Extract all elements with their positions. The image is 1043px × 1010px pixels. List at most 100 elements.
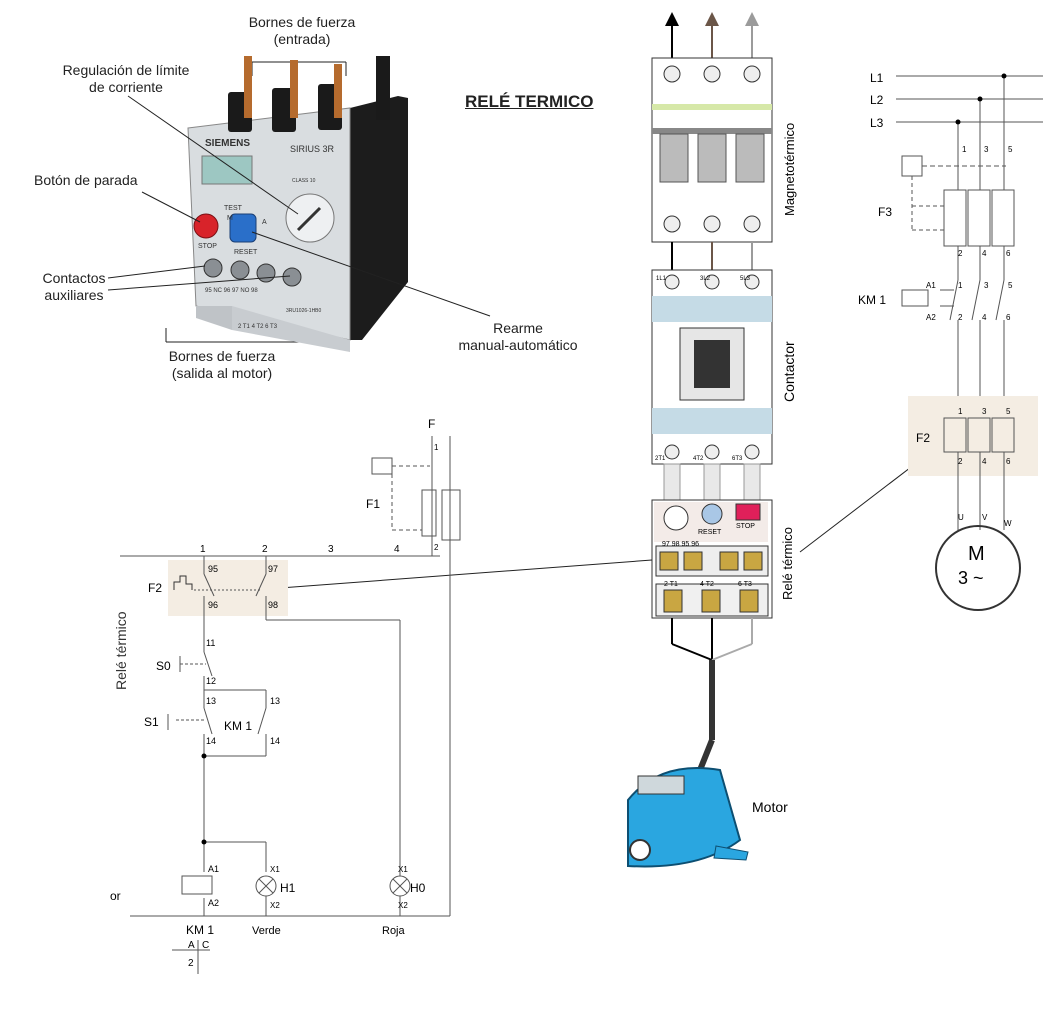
control-roja: Roja	[382, 925, 406, 937]
power-f3-2: 2	[958, 249, 963, 258]
t-14: 14	[206, 736, 216, 746]
power-f2-3: 3	[982, 407, 987, 416]
callout-lines	[107, 95, 491, 317]
device-order-no: 3RU1026-1HB0	[286, 308, 322, 314]
control-h1: H1	[280, 881, 296, 895]
power-f3-6: 6	[1006, 249, 1011, 258]
device-aux-terms: 95 NC 96 97 NO 98	[205, 288, 258, 294]
bornes-entrada-label: Bornes de fuerza (entrada)	[248, 14, 356, 47]
f2-thermal-symbol	[173, 575, 193, 590]
term-3l2: 3L2	[700, 276, 711, 282]
rearme-label: Rearme manual-automático	[458, 320, 578, 353]
motor-image	[627, 767, 749, 868]
power-km-5: 5	[1008, 281, 1013, 290]
power-t3: 3	[984, 145, 989, 154]
control-side-label: Relé térmico	[113, 611, 129, 690]
entrada-bracket	[251, 61, 347, 76]
power-f3: F3	[878, 205, 892, 219]
t-13b: 13	[270, 696, 280, 706]
power-u: U	[958, 513, 964, 522]
power-a1: A1	[926, 281, 936, 290]
regulacion-label: Regulación de límite de corriente	[62, 62, 190, 95]
power-circuit	[896, 75, 1043, 611]
t-98: 98	[268, 600, 278, 610]
t-96: 96	[208, 600, 218, 610]
device-stop-label: STOP	[198, 243, 217, 250]
power-km-6: 6	[1006, 313, 1011, 322]
contactor-module	[651, 269, 773, 465]
t-13: 13	[206, 696, 216, 706]
module-aux-terms: 97 98 95 96	[662, 541, 699, 548]
h1-x2: X2	[270, 901, 280, 910]
power-f2-2: 2	[958, 457, 963, 466]
control-f: F	[428, 417, 435, 431]
f1-term-2: 2	[434, 543, 439, 552]
device-class: CLASS 10	[292, 178, 316, 184]
bornes-salida-label: Bornes de fuerza (salida al motor)	[168, 348, 276, 381]
device-brand: SIEMENS	[205, 138, 250, 149]
power-f2-6: 6	[1006, 457, 1011, 466]
h0-x2: X2	[398, 901, 408, 910]
power-km-4: 4	[982, 313, 987, 322]
device-model: SIRIUS 3R	[290, 144, 335, 154]
motor-cable	[671, 618, 753, 772]
control-km1-coil: KM 1	[186, 923, 214, 937]
power-km1: KM 1	[858, 293, 886, 307]
power-km-1: 1	[958, 281, 963, 290]
ac-c: C	[202, 940, 209, 951]
term-4t2: 4T2	[693, 456, 704, 462]
line-l1: L1	[870, 71, 884, 85]
col-3: 3	[328, 544, 334, 555]
control-verde: Verde	[252, 925, 281, 937]
magnetotermico-label: Magnetotérmico	[782, 123, 797, 216]
power-t1: 1	[962, 145, 967, 154]
ac-2: 2	[188, 958, 194, 969]
relay-term-6t3: 6 T3	[738, 581, 752, 588]
line-l2: L2	[870, 93, 884, 107]
control-s0: S0	[156, 659, 171, 673]
device-a-label: A	[262, 219, 267, 226]
term-5l3: 5L3	[740, 276, 751, 282]
module-reset: RESET	[698, 529, 722, 536]
boton-parada-label: Botón de parada	[34, 172, 138, 188]
device-power-terms: 2 T1 4 T2 6 T3	[238, 324, 278, 330]
control-partial-label: or	[110, 889, 121, 903]
relay-term-4t2: 4 T2	[700, 581, 714, 588]
rele-termico-module	[651, 499, 773, 619]
thermal-relay-photo: SIEMENS SIRIUS 3R CLASS 10 STOP RESET TE…	[187, 56, 408, 352]
coil-a2: A2	[208, 898, 219, 908]
power-v: V	[982, 513, 988, 522]
rele-termico-label: Relé térmico	[780, 527, 795, 600]
device-test-label: TEST	[224, 205, 243, 212]
relay-term-2t1: 2 T1	[664, 581, 678, 588]
ac-a: A	[188, 940, 195, 951]
term-2t1: 2T1	[655, 456, 666, 462]
h1-x1: X1	[270, 865, 280, 874]
page-title: RELÉ TERMICO	[465, 92, 594, 111]
control-f2: F2	[148, 581, 162, 595]
control-f1: F1	[366, 497, 380, 511]
module-stop: STOP	[736, 523, 755, 530]
device-reset-label: RESET	[234, 249, 258, 256]
power-a2: A2	[926, 313, 936, 322]
power-km-3: 3	[984, 281, 989, 290]
power-t5: 5	[1008, 145, 1013, 154]
t-97: 97	[268, 564, 278, 574]
col-4: 4	[394, 544, 400, 555]
motor-3phase: 3 ~	[958, 568, 984, 588]
motor-label: Motor	[752, 799, 788, 815]
power-f3-4: 4	[982, 249, 987, 258]
line-l3: L3	[870, 116, 884, 130]
col-2: 2	[262, 544, 268, 555]
device-m-label: M	[227, 215, 233, 222]
t-95: 95	[208, 564, 218, 574]
control-h0: H0	[410, 881, 426, 895]
power-f2-1: 1	[958, 407, 963, 416]
power-f2-4: 4	[982, 457, 987, 466]
control-circuit	[120, 436, 461, 974]
term-1l1: 1L1	[656, 276, 667, 282]
control-km1-contact: KM 1	[224, 719, 252, 733]
t-14b: 14	[270, 736, 280, 746]
power-km-2: 2	[958, 313, 963, 322]
